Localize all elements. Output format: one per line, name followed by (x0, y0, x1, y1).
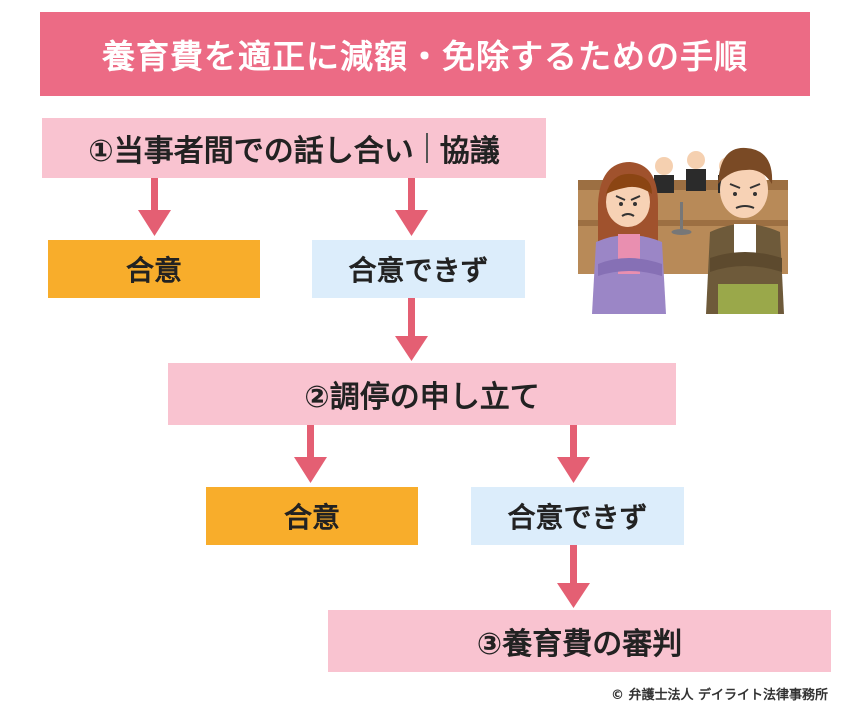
step-2-no-agreement: 合意できず (471, 487, 684, 545)
step-1-sublabel: 協議 (439, 134, 500, 169)
step-2-mediation: ②調停の申し立て (168, 363, 676, 425)
page-title: 養育費を適正に減額・免除するための手順 (40, 12, 810, 96)
step-3-trial: ③養育費の審判 (328, 610, 831, 672)
arrow-down-icon (138, 178, 171, 236)
copyright-notice: © 弁護士法人 デイライト法律事務所 (610, 688, 828, 703)
arrow-down-icon (395, 178, 428, 236)
arrow-down-icon (557, 425, 590, 483)
arrow-down-icon (395, 298, 428, 361)
step-1-no-agreement: 合意できず (312, 240, 525, 298)
step-2-agreement: 合意 (206, 487, 418, 545)
separator (425, 133, 428, 163)
step-1-agreement: 合意 (48, 240, 260, 298)
step-1-label: ①当事者間での話し合い (88, 134, 414, 169)
courtroom-couple-illustration (578, 147, 788, 314)
arrow-down-icon (294, 425, 327, 483)
step-1-negotiation: ①当事者間での話し合い 協議 (42, 118, 546, 178)
arrow-down-icon (557, 545, 590, 608)
